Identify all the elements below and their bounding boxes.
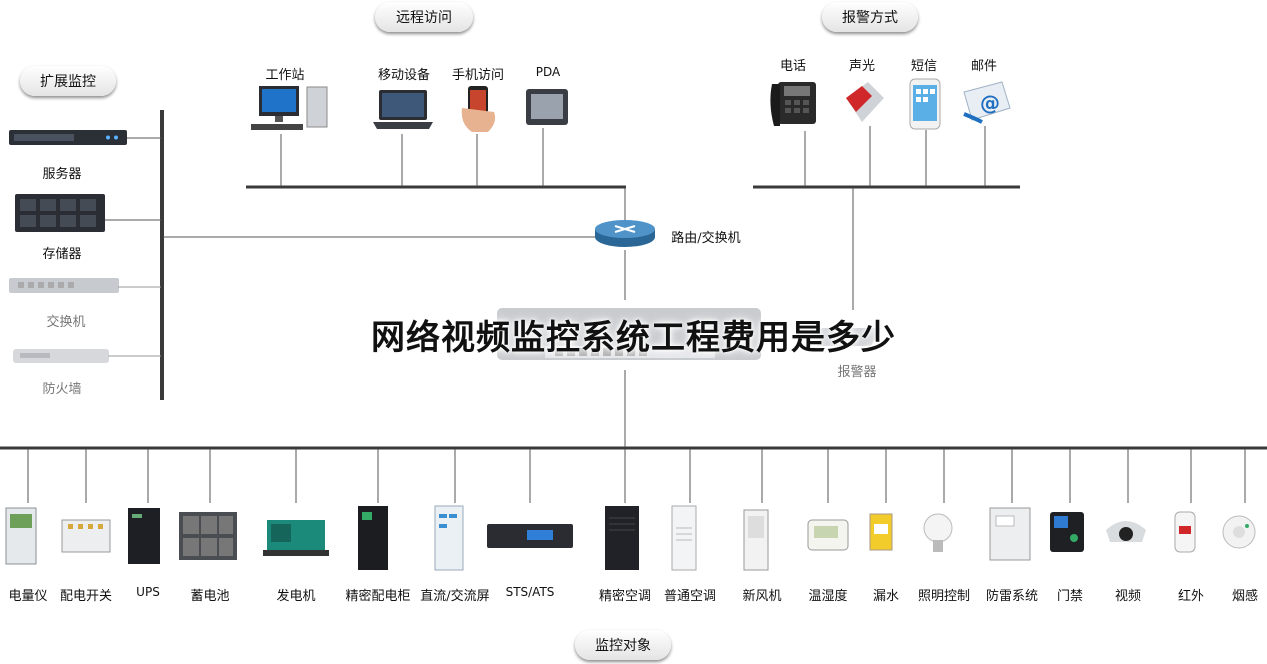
temp-humidity-icon bbox=[802, 504, 854, 576]
remote-device-label: 手机访问 bbox=[451, 68, 505, 83]
controller-icon bbox=[495, 300, 763, 374]
workstation-icon bbox=[237, 84, 329, 138]
firewall-icon bbox=[12, 347, 110, 369]
monitor-object-label: 直流/交流屏 bbox=[420, 589, 490, 604]
router-icon bbox=[593, 219, 657, 253]
remote-access-label: 远程访问 bbox=[396, 10, 452, 26]
laptop-icon bbox=[373, 88, 433, 136]
remote-device-label: 移动设备 bbox=[377, 68, 431, 83]
monitor-targets-label: 监控对象 bbox=[595, 638, 651, 654]
monitor-object-label: 温湿度 bbox=[808, 589, 848, 604]
remote-device-label: 工作站 bbox=[265, 68, 305, 83]
infrared-icon bbox=[1165, 504, 1217, 576]
monitor-object-label: 红外 bbox=[1177, 589, 1205, 604]
alarm-methods-label: 报警方式 bbox=[842, 10, 898, 26]
alarm-device-label: 邮件 bbox=[970, 59, 998, 74]
monitor-targets-pill: 监控对象 bbox=[575, 630, 671, 660]
battery-icon bbox=[177, 504, 243, 576]
left-device-label: 交换机 bbox=[46, 315, 86, 330]
telephone-icon bbox=[768, 78, 818, 136]
monitor-object-label: 发电机 bbox=[276, 589, 316, 604]
monitor-object-label: 防雷系统 bbox=[985, 589, 1039, 604]
access-control-icon bbox=[1044, 504, 1096, 576]
monitor-object-label: 蓄电池 bbox=[190, 589, 230, 604]
page-title: 网络视频监控系统工程费用是多少 bbox=[371, 318, 896, 358]
left-device-label: 防火墙 bbox=[42, 382, 82, 397]
alarm-device-label: 电话 bbox=[779, 59, 807, 74]
siren-icon bbox=[838, 78, 886, 130]
monitor-object-label: 电量仪 bbox=[8, 589, 48, 604]
ac-unit-icon bbox=[664, 504, 716, 576]
surge-protection-icon bbox=[986, 504, 1038, 576]
smoke-detector-icon bbox=[1219, 504, 1267, 576]
extended-monitor-label: 扩展监控 bbox=[40, 74, 96, 90]
alarm-unit-label: 报警器 bbox=[837, 365, 877, 380]
alarm-unit-icon bbox=[805, 318, 885, 354]
water-leak-icon bbox=[860, 504, 912, 576]
monitor-object-label: 配电开关 bbox=[59, 589, 113, 604]
monitor-object-label: 门禁 bbox=[1056, 589, 1084, 604]
remote-device-label: PDA bbox=[535, 65, 561, 79]
monitor-object-label: 照明控制 bbox=[917, 589, 971, 604]
camera-icon bbox=[1102, 504, 1154, 576]
monitor-object-label: 视频 bbox=[1114, 589, 1142, 604]
switch-icon bbox=[8, 276, 120, 300]
pda-icon bbox=[525, 88, 569, 130]
ups-icon bbox=[122, 504, 174, 576]
extended-monitor-pill: 扩展监控 bbox=[20, 66, 116, 96]
generator-icon bbox=[263, 504, 329, 576]
email-icon: @ bbox=[962, 78, 1012, 130]
precision-ac-icon bbox=[599, 504, 651, 576]
storage-icon bbox=[14, 193, 106, 237]
alarm-device-label: 短信 bbox=[910, 59, 938, 74]
smartphone-icon bbox=[909, 78, 941, 134]
server-icon bbox=[8, 128, 128, 152]
monitor-object-label: UPS bbox=[136, 585, 160, 599]
meter-icon bbox=[2, 504, 54, 576]
alarm-device-label: 声光 bbox=[848, 59, 876, 74]
monitor-object-label: 新风机 bbox=[742, 589, 782, 604]
pdu-cabinet-icon bbox=[352, 504, 404, 576]
alarm-methods-pill: 报警方式 bbox=[822, 2, 918, 32]
sts-ats-icon bbox=[485, 504, 575, 576]
remote-access-pill: 远程访问 bbox=[375, 2, 473, 32]
breaker-icon bbox=[60, 504, 112, 576]
monitor-object-label: 精密空调 bbox=[598, 589, 652, 604]
monitor-object-label: 烟感 bbox=[1231, 589, 1259, 604]
fresh-air-icon bbox=[736, 504, 788, 576]
monitor-object-label: 精密配电柜 bbox=[345, 589, 411, 604]
mobile-phone-icon bbox=[458, 84, 500, 140]
monitor-object-label: 普通空调 bbox=[663, 589, 717, 604]
left-device-label: 服务器 bbox=[42, 167, 82, 182]
monitor-object-label: STS/ATS bbox=[505, 585, 555, 599]
svg-text:@: @ bbox=[980, 91, 1000, 115]
router-label: 路由/交换机 bbox=[671, 231, 741, 246]
dc-ac-panel-icon bbox=[429, 504, 481, 576]
lighting-control-icon bbox=[918, 504, 970, 576]
left-device-label: 存储器 bbox=[42, 247, 82, 262]
monitor-object-label: 漏水 bbox=[872, 589, 900, 604]
